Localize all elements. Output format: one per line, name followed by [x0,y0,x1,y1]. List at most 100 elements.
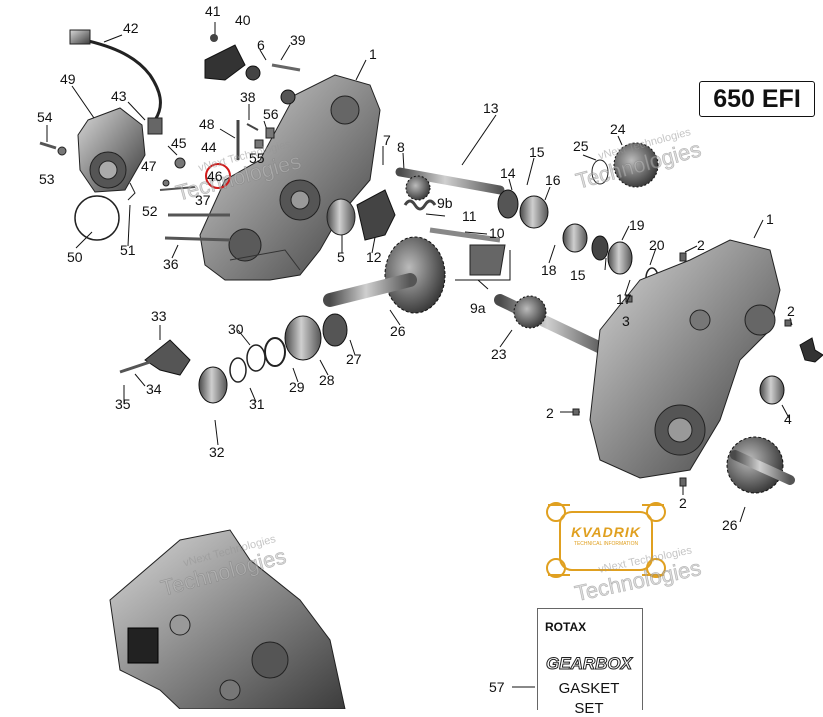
assembled-gearbox [109,529,346,709]
callout-20: 20 [649,237,665,253]
bearing-15b [591,235,609,261]
shaft-13 [395,167,505,195]
callout-6: 6 [257,37,265,53]
gasket-card-line2: GASKET [558,680,620,697]
seal-6 [245,65,261,81]
callout-52: 52 [142,203,158,219]
callout-35: 35 [115,396,131,412]
callout-42: 42 [123,20,139,36]
callout-45: 45 [171,135,187,151]
callout-16: 16 [545,172,561,188]
model-label: 650 EFI [699,81,815,117]
callout-37: 37 [195,192,211,208]
callout-54: 54 [37,109,53,125]
bearing-14 [497,189,519,219]
pin-34 [119,360,151,374]
callout-25: 25 [573,138,589,154]
gear-24 [613,142,659,188]
seal-6b [280,89,296,105]
ring-30 [246,344,266,372]
callout-4: 4 [784,411,792,427]
callout-44: 44 [201,139,217,155]
gear-9b [405,175,431,201]
bearing-28 [284,315,322,361]
speed-sensor-cable [74,36,162,121]
callout-40: 40 [235,12,251,28]
callout-30: 30 [228,321,244,337]
callout-1a: 1 [369,46,377,62]
callout-29: 29 [289,379,305,395]
callout-41: 41 [205,3,221,19]
bearing-19 [607,241,633,275]
callout-43: 43 [111,88,127,104]
callout-51: 51 [120,242,136,258]
callout-56: 56 [263,106,279,122]
sensor-bracket-40 [204,44,246,81]
o-ring-50 [74,195,120,241]
washer-25 [591,159,609,185]
callout-26a: 26 [390,323,406,339]
callout-8: 8 [397,139,405,155]
callout-53: 53 [39,171,55,187]
callout-10: 10 [489,225,505,241]
highlight-circle-46 [205,163,231,189]
callout-28: 28 [319,372,335,388]
callout-15a: 15 [529,144,545,160]
crankcase-right-half [589,239,781,479]
callout-18: 18 [541,262,557,278]
callout-46: 46 [207,168,223,184]
callout-27: 27 [346,351,362,367]
callout-49: 49 [60,71,76,87]
bearing-5 [326,198,356,236]
callout-12: 12 [366,249,382,265]
callout-39: 39 [290,32,306,48]
callout-48: 48 [199,116,215,132]
kvadrik-logo-text: KVADRIK [571,524,641,540]
star-part [799,337,823,363]
gear-26-right [726,436,795,494]
callout-47: 47 [141,158,157,174]
gasket-card-title: GEARBOX [546,654,633,674]
gear-23 [513,295,547,329]
shaft-10 [429,227,501,243]
bolt-41-head [210,34,218,42]
gasket-card-brand: ROTAX [545,620,587,634]
bolt-39 [271,63,301,72]
callout-1b: 1 [766,211,774,227]
bearing-18 [562,223,588,253]
callout-14: 14 [500,165,516,181]
callout-50: 50 [67,249,83,265]
callout-38: 38 [240,89,256,105]
callout-34: 34 [146,381,162,397]
small-hardware [39,117,275,242]
callout-26b: 26 [722,517,738,533]
callout-9b: 9b [437,195,453,211]
shift-fork-12 [356,189,396,241]
callout-33: 33 [151,308,167,324]
callout-17: 17 [616,291,632,307]
callout-36: 36 [163,256,179,272]
callout-19: 19 [629,217,645,233]
callout-2d: 2 [679,495,687,511]
shift-drum [469,244,506,276]
bearing-27 [322,313,348,347]
sensor-plug [69,29,91,45]
bearing-16 [519,195,549,229]
callout-2b: 2 [787,303,795,319]
gasket-set-card [537,608,643,710]
ring-29 [264,337,286,367]
callout-24: 24 [610,121,626,137]
bevel-gear-26 [323,236,446,314]
callout-23: 23 [491,346,507,362]
callout-3: 3 [622,313,630,329]
callout-55: 55 [249,150,265,166]
spring-11 [403,199,437,211]
callout-5: 5 [337,249,345,265]
kvadrik-logo [546,502,666,578]
magneto-cover [77,107,146,193]
fork-33 [144,339,191,376]
ring-31 [229,357,247,383]
callout-13: 13 [483,100,499,116]
callout-57: 57 [489,679,505,695]
